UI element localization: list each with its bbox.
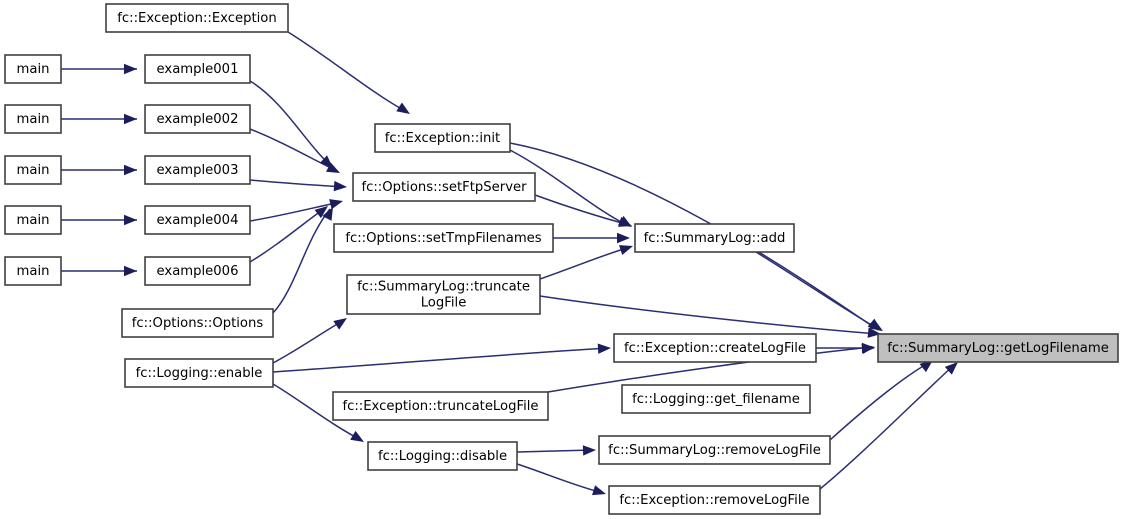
node-box[interactable] <box>124 358 274 388</box>
node-box[interactable] <box>105 3 289 33</box>
call-edge <box>272 208 331 314</box>
call-edge <box>829 361 931 441</box>
node-box[interactable] <box>877 333 1119 363</box>
edge-arrowhead <box>124 214 137 226</box>
graph-node-set_ftp[interactable]: fc::Options::setFtpServer <box>352 172 536 202</box>
call-edge <box>755 251 881 331</box>
edge-arrowhead <box>329 199 343 210</box>
node-box[interactable] <box>121 308 274 338</box>
node-box[interactable] <box>352 172 536 202</box>
graph-node-exception_ctor[interactable]: fc::Exception::Exception <box>105 3 289 33</box>
edge-arrowhead <box>124 265 137 277</box>
node-box[interactable] <box>374 123 511 153</box>
edge-arrowhead <box>396 102 410 114</box>
edge-arrowhead <box>867 327 881 338</box>
call-edge <box>249 128 338 172</box>
edge-arrowhead <box>618 217 632 227</box>
graph-node-example003[interactable]: example003 <box>144 155 251 185</box>
edge-arrowhead <box>333 318 347 330</box>
graph-node-main3[interactable]: main <box>4 155 62 185</box>
node-box[interactable] <box>4 205 62 235</box>
edge-arrowhead <box>617 232 630 244</box>
node-box[interactable] <box>608 485 821 515</box>
edge-arrowhead <box>322 207 333 221</box>
graph-node-main2[interactable]: main <box>4 104 62 134</box>
node-box[interactable] <box>346 274 541 315</box>
node-box[interactable] <box>598 435 831 465</box>
graph-node-get_log_filename[interactable]: fc::SummaryLog::getLogFilename <box>877 333 1119 363</box>
arrowhead-layer <box>124 63 958 496</box>
node-box[interactable] <box>613 333 817 363</box>
graph-node-example004[interactable]: example004 <box>144 205 251 235</box>
node-box[interactable] <box>4 155 62 185</box>
graph-node-set_tmp[interactable]: fc::Options::setTmpFilenames <box>333 223 554 253</box>
edge-arrowhead <box>124 113 137 125</box>
edge-arrowhead <box>597 343 611 354</box>
graph-node-main4[interactable]: main <box>4 205 62 235</box>
call-edge <box>509 149 630 227</box>
call-edge <box>516 449 594 453</box>
edge-arrowhead <box>919 360 933 373</box>
call-edge <box>287 31 408 113</box>
graph-node-exception_init[interactable]: fc::Exception::init <box>374 123 511 153</box>
node-box[interactable] <box>621 384 811 414</box>
edge-arrowhead <box>124 164 137 176</box>
call-edge <box>272 383 362 441</box>
graph-node-summary_remove[interactable]: fc::SummaryLog::removeLogFile <box>598 435 831 465</box>
node-box[interactable] <box>144 54 251 84</box>
node-box[interactable] <box>4 54 62 84</box>
edge-arrowhead <box>582 445 596 456</box>
call-edge <box>819 363 956 490</box>
graph-node-main5[interactable]: main <box>4 256 62 286</box>
node-box[interactable] <box>4 104 62 134</box>
node-box[interactable] <box>144 155 251 185</box>
edge-arrowhead <box>869 319 883 331</box>
node-box[interactable] <box>4 256 62 286</box>
graph-node-example006[interactable]: example006 <box>144 256 251 286</box>
graph-node-exc_remove[interactable]: fc::Exception::removeLogFile <box>608 485 821 515</box>
graph-node-logging_getfname[interactable]: fc::Logging::get_filename <box>621 384 811 414</box>
graph-node-example001[interactable]: example001 <box>144 54 251 84</box>
edge-arrowhead <box>326 162 340 173</box>
node-box[interactable] <box>634 223 795 253</box>
edge-arrowhead <box>314 206 328 219</box>
call-edge <box>539 295 879 335</box>
call-edge <box>249 179 345 188</box>
graph-node-logging_disable[interactable]: fc::Logging::disable <box>367 441 518 471</box>
node-box[interactable] <box>144 256 251 286</box>
call-edge <box>249 80 331 166</box>
call-edge <box>272 319 345 364</box>
edge-arrowhead <box>124 63 137 75</box>
graph-node-options_ctor[interactable]: fc::Options::Options <box>121 308 274 338</box>
node-box[interactable] <box>367 441 518 471</box>
edge-arrowhead <box>861 343 875 354</box>
edge-arrowhead <box>350 430 364 442</box>
graph-node-summary_trunc[interactable]: fc::SummaryLog::truncateLogFile <box>346 274 541 315</box>
graph-node-main1[interactable]: main <box>4 54 62 84</box>
edge-arrowhead <box>592 485 606 496</box>
graph-node-logging_enable[interactable]: fc::Logging::enable <box>124 358 274 388</box>
graph-node-exc_create[interactable]: fc::Exception::createLogFile <box>613 333 817 363</box>
graph-node-example002[interactable]: example002 <box>144 104 251 134</box>
edge-arrowhead <box>944 362 958 375</box>
graph-node-summary_add[interactable]: fc::SummaryLog::add <box>634 223 795 253</box>
node-box[interactable] <box>144 205 251 235</box>
node-box[interactable] <box>332 391 549 421</box>
edge-arrowhead <box>619 245 633 255</box>
edge-arrowhead <box>333 180 347 192</box>
node-box[interactable] <box>333 223 554 253</box>
node-box[interactable] <box>144 104 251 134</box>
call-edge <box>516 463 604 494</box>
call-edge <box>534 194 630 226</box>
call-edge <box>547 346 873 393</box>
graph-node-exc_trunc[interactable]: fc::Exception::truncateLogFile <box>332 391 549 421</box>
call-edge <box>272 347 609 373</box>
